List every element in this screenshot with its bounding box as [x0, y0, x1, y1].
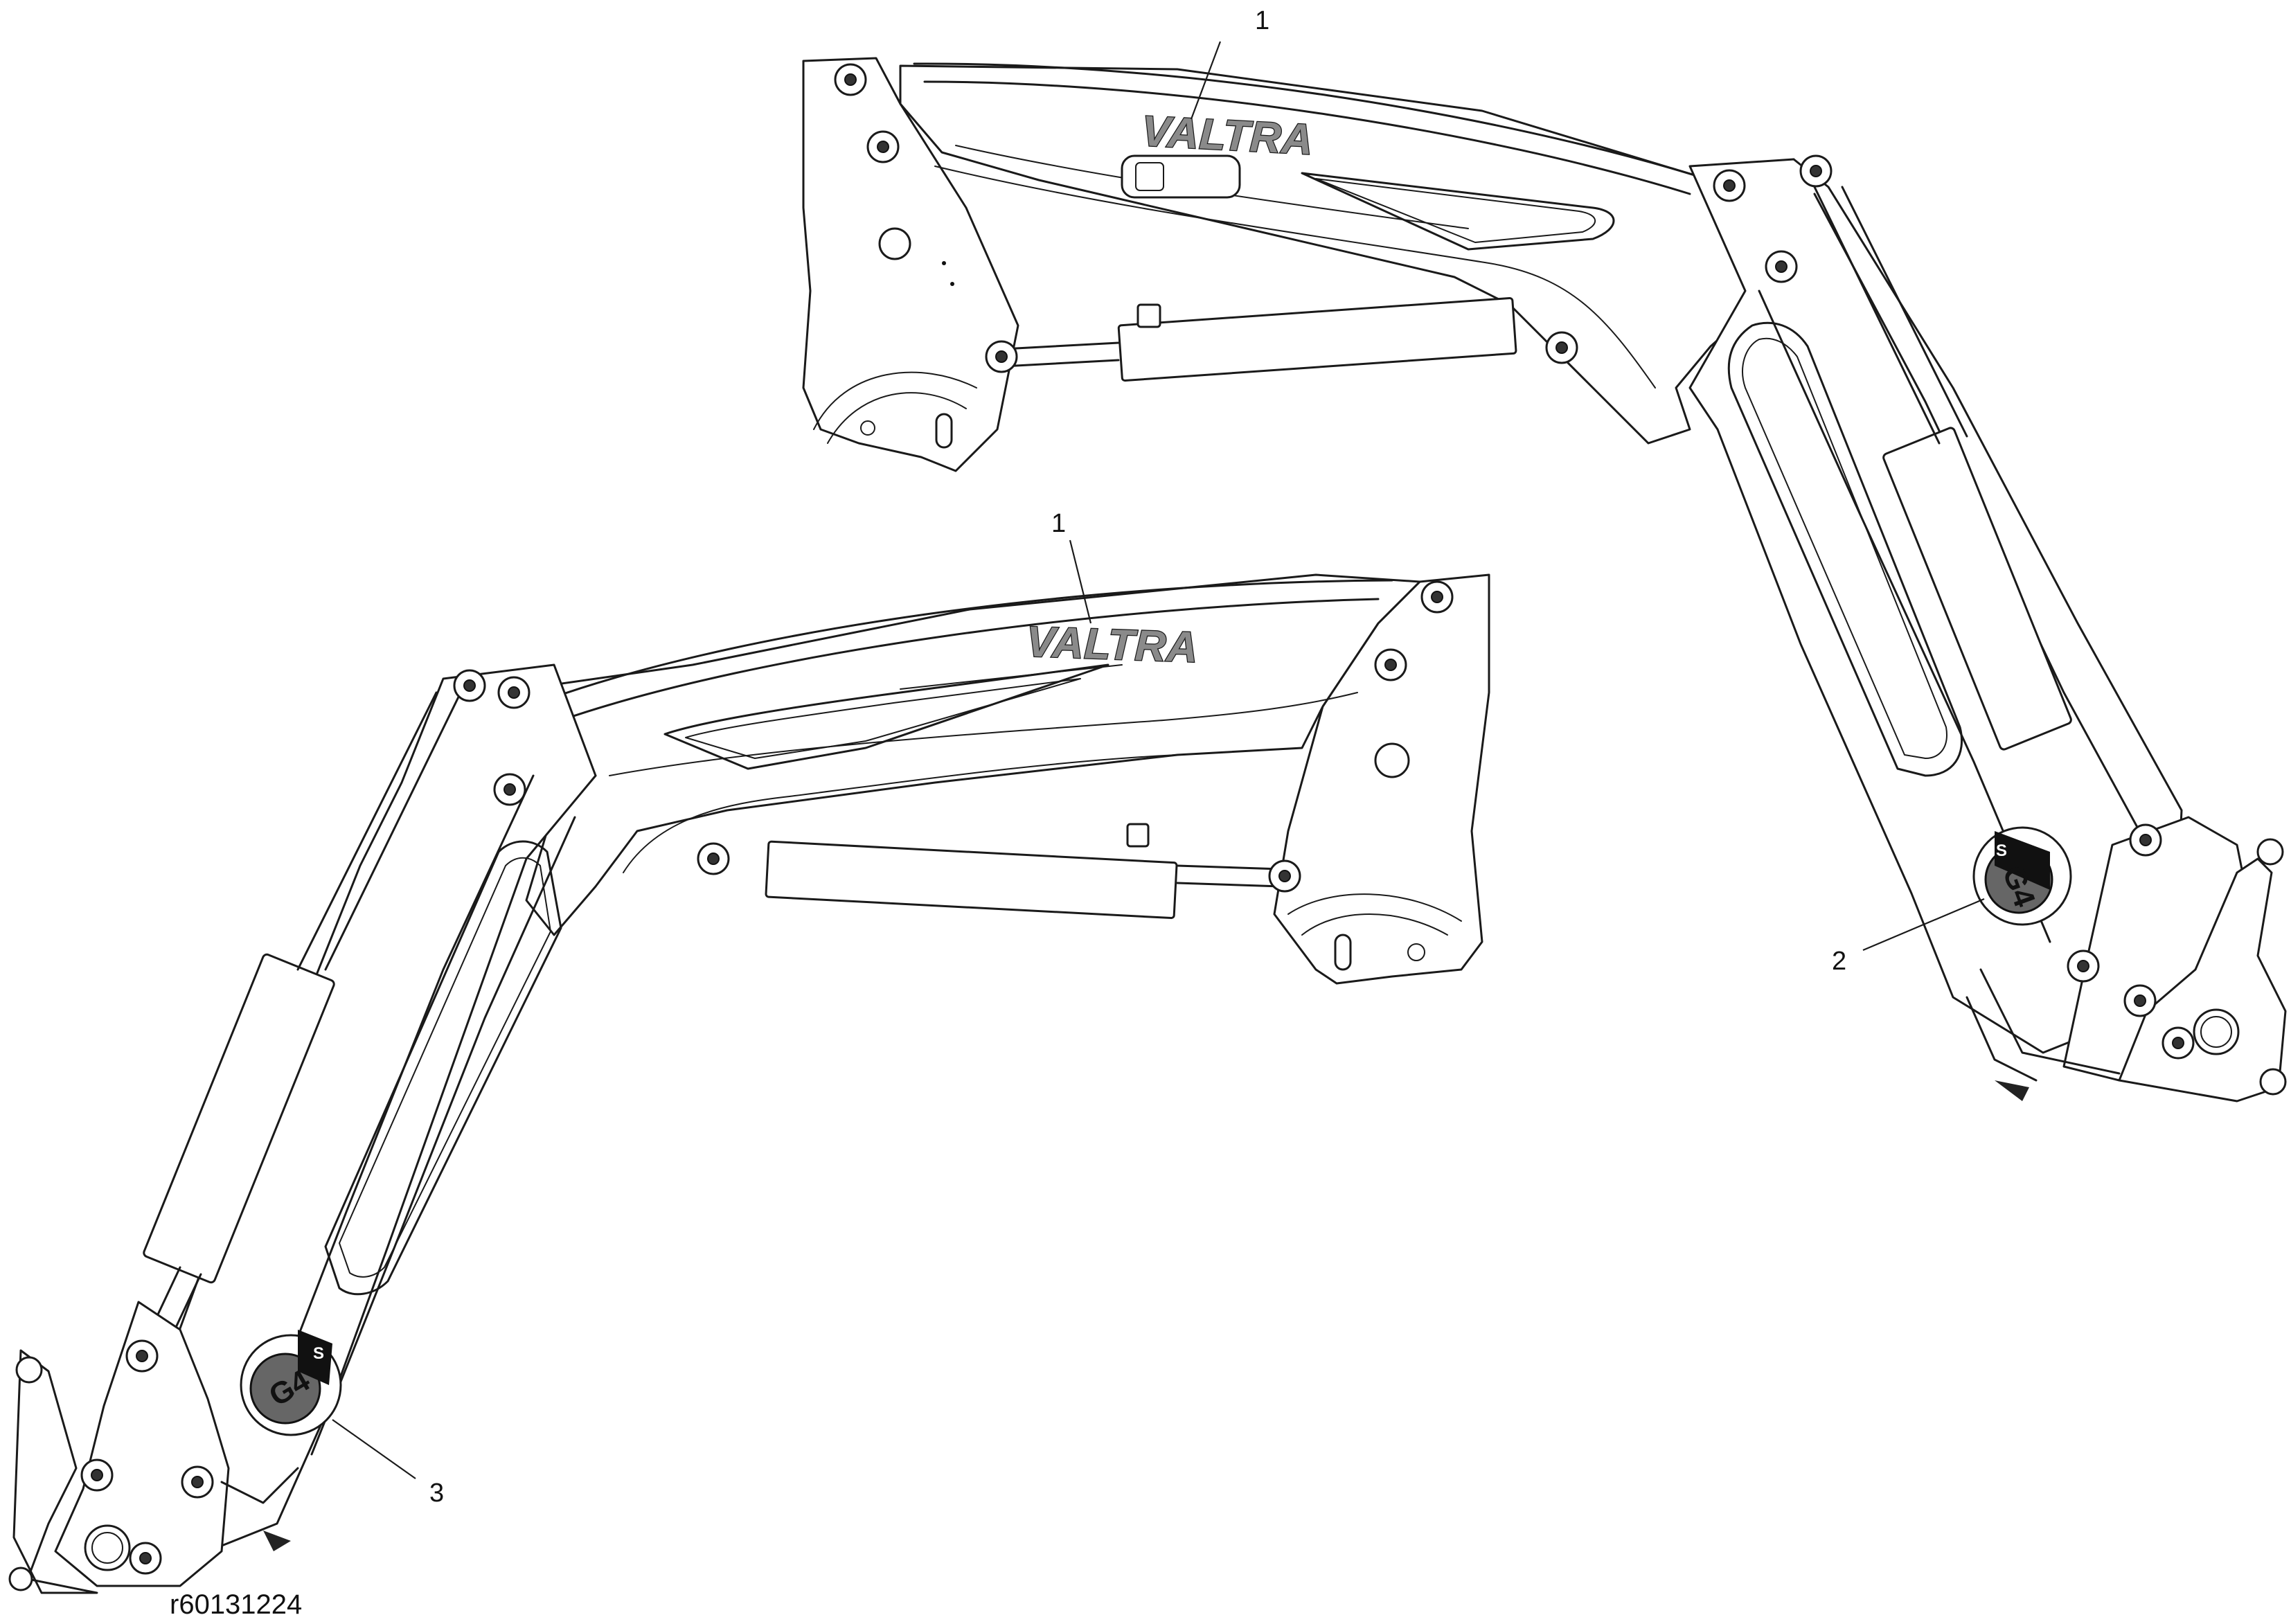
callout-upper-badge: 2	[1832, 898, 1985, 976]
callout-lower-badge: 3	[332, 1419, 444, 1508]
upper-lift-cylinder	[1117, 297, 1517, 382]
lower-valtra-decal: VALTRA	[1026, 618, 1199, 672]
lower-loader-arm: G4 S VALTRA	[8, 573, 1490, 1594]
callout-upper-decal: 1	[1190, 6, 1269, 120]
upper-loader-arm: G4 S VALTRA	[802, 57, 2287, 1103]
upper-valtra-decal: VALTRA	[1141, 107, 1314, 164]
callout-label-3: 3	[429, 1479, 444, 1508]
lower-mounting-bracket	[1273, 573, 1490, 985]
drawing-reference-number: r60131224	[170, 1589, 302, 1620]
upper-tilt-cylinder	[1882, 427, 2072, 751]
callout-lower-decal: 1	[1051, 509, 1092, 624]
callout-label-1-lower: 1	[1051, 509, 1066, 538]
upper-boom-body	[899, 64, 1816, 445]
lower-pivot-pins	[80, 580, 1454, 1575]
lower-lift-cylinder	[765, 840, 1178, 920]
callout-label-2: 2	[1832, 947, 1846, 976]
lower-badge-sublabel: S	[313, 1344, 324, 1363]
upper-badge-sublabel: S	[1996, 841, 2007, 860]
callout-label-1-upper: 1	[1255, 6, 1269, 35]
upper-pivot-pins	[834, 63, 2195, 1060]
upper-mounting-bracket	[802, 57, 1019, 472]
